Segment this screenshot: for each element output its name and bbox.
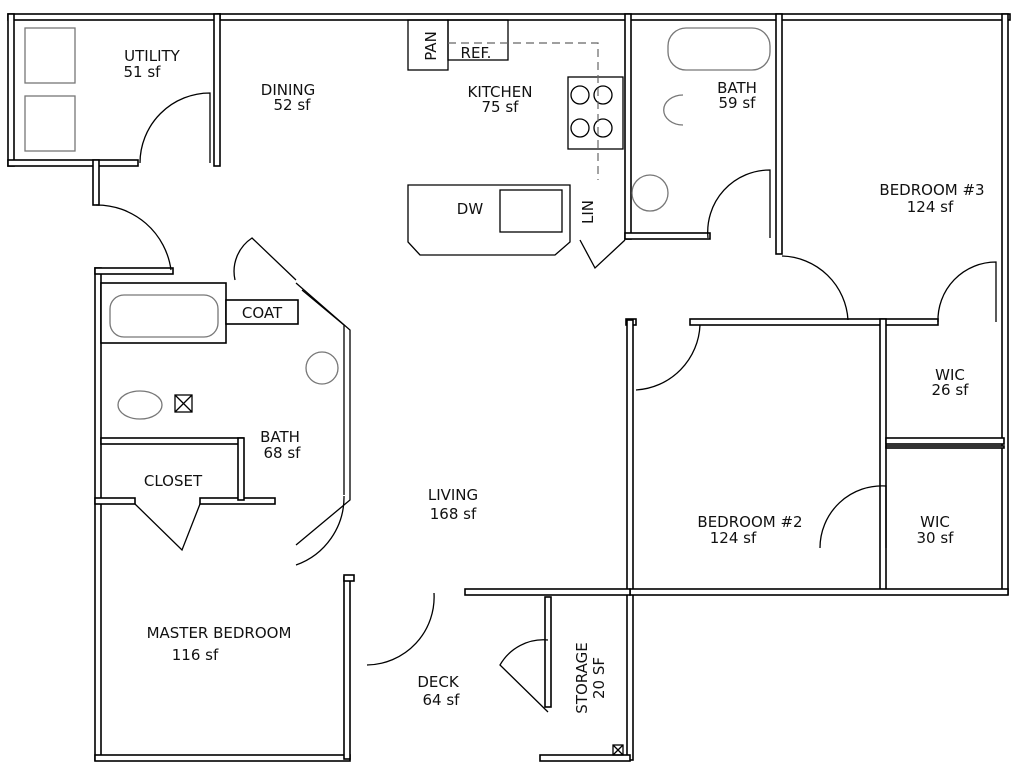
kitchen-area: 75 sf (482, 98, 520, 116)
deck-area: 64 sf (423, 691, 461, 709)
fixture-labels: PAN REF. DW LIN COAT CLOSET (144, 31, 597, 490)
wic1-area: 26 sf (932, 381, 970, 399)
living-label: LIVING (428, 486, 478, 504)
bedroom3-label: BEDROOM #3 (879, 181, 984, 199)
linen-label: LIN (579, 200, 597, 224)
bath2-area: 68 sf (264, 444, 302, 462)
living-area: 168 sf (430, 505, 477, 523)
bath1-label: BATH (717, 79, 757, 97)
coat-closet-label: COAT (242, 304, 283, 322)
master-label: MASTER BEDROOM (147, 624, 292, 642)
bath2-label: BATH (260, 428, 300, 446)
utility-area: 51 sf (124, 63, 162, 81)
bedroom3-area: 124 sf (907, 198, 954, 216)
kitchen-label: KITCHEN (468, 83, 533, 101)
pantry-label: PAN (422, 31, 440, 61)
storage-area: 20 SF (590, 657, 608, 699)
dining-area: 52 sf (274, 96, 312, 114)
bath1-area: 59 sf (719, 94, 757, 112)
dining-label: DINING (261, 81, 315, 99)
room-labels: UTILITY 51 sf DINING 52 sf KITCHEN 75 sf… (124, 47, 985, 714)
utility-label: UTILITY (124, 47, 181, 65)
wic2-label: WIC (920, 513, 950, 531)
walls (7, 13, 1011, 762)
master-area: 116 sf (172, 646, 219, 664)
storage-label: STORAGE (573, 642, 591, 713)
bedroom2-label: BEDROOM #2 (697, 513, 802, 531)
deck-label: DECK (417, 673, 460, 691)
fridge-label: REF. (461, 44, 492, 62)
wic1-label: WIC (935, 366, 965, 384)
bedroom2-area: 124 sf (710, 529, 757, 547)
dishwasher-label: DW (457, 200, 484, 218)
wic2-area: 30 sf (917, 529, 955, 547)
closet-label: CLOSET (144, 472, 203, 490)
